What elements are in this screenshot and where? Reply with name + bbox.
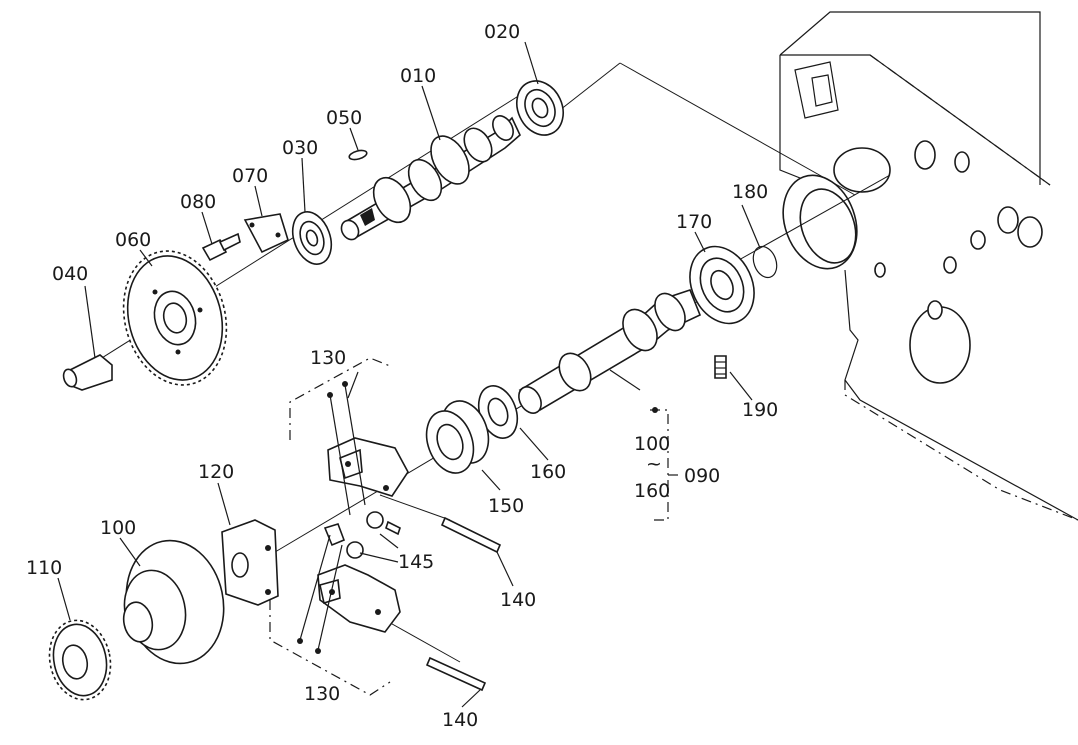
engine-block <box>779 11 1078 521</box>
gear-060 <box>122 250 228 386</box>
plate-070 <box>243 213 289 254</box>
label-040: 040 <box>52 263 88 285</box>
key-050 <box>348 149 368 161</box>
label-090: 090 <box>684 465 720 487</box>
screw-190 <box>714 355 727 379</box>
bracket-130-lower <box>269 534 391 696</box>
label-050: 050 <box>326 107 362 129</box>
bearing-170 <box>689 245 755 325</box>
label-145: 145 <box>398 551 434 573</box>
holder-120 <box>221 519 279 606</box>
sleeve-150 <box>425 400 490 474</box>
circlip-180 <box>752 245 778 279</box>
label-100-assembly: 100 <box>634 433 670 455</box>
bolt-080 <box>201 232 241 262</box>
shaft-040 <box>62 354 113 391</box>
label-140-upper: 140 <box>500 589 536 611</box>
weight-130-upper <box>327 437 409 497</box>
gear-110 <box>48 619 112 701</box>
label-010: 010 <box>400 65 436 87</box>
gear-cup-100 <box>122 539 225 665</box>
label-060: 060 <box>115 229 151 251</box>
leader-lines <box>57 41 761 708</box>
label-130-upper: 130 <box>310 347 346 369</box>
label-150: 150 <box>488 495 524 517</box>
label-080: 080 <box>180 191 216 213</box>
nut-145 <box>323 511 401 559</box>
governor-shaft-090 <box>518 289 702 414</box>
bearing-030 <box>291 211 333 265</box>
washer-160 <box>477 385 519 439</box>
bracket-130-upper <box>289 357 391 516</box>
part-labels: 020 010 050 030 070 080 060 040 180 170 … <box>26 21 778 731</box>
label-130-lower: 130 <box>304 683 340 705</box>
label-070: 070 <box>232 165 268 187</box>
label-tilde: ~ <box>646 453 662 475</box>
label-180: 180 <box>732 181 768 203</box>
label-140-lower: 140 <box>442 709 478 731</box>
bracket-090 <box>650 407 678 521</box>
label-110: 110 <box>26 557 62 579</box>
camshaft-010 <box>340 115 521 241</box>
label-170: 170 <box>676 211 712 233</box>
pin-140-lower <box>425 656 487 692</box>
label-160: 160 <box>530 461 566 483</box>
label-030: 030 <box>282 137 318 159</box>
pin-140-upper <box>440 516 502 554</box>
weight-130-lower <box>317 564 401 633</box>
label-100: 100 <box>100 517 136 539</box>
label-160-assembly: 160 <box>634 480 670 502</box>
bearing-020 <box>516 80 564 136</box>
label-120: 120 <box>198 461 234 483</box>
label-190: 190 <box>742 399 778 421</box>
label-020: 020 <box>484 21 520 43</box>
